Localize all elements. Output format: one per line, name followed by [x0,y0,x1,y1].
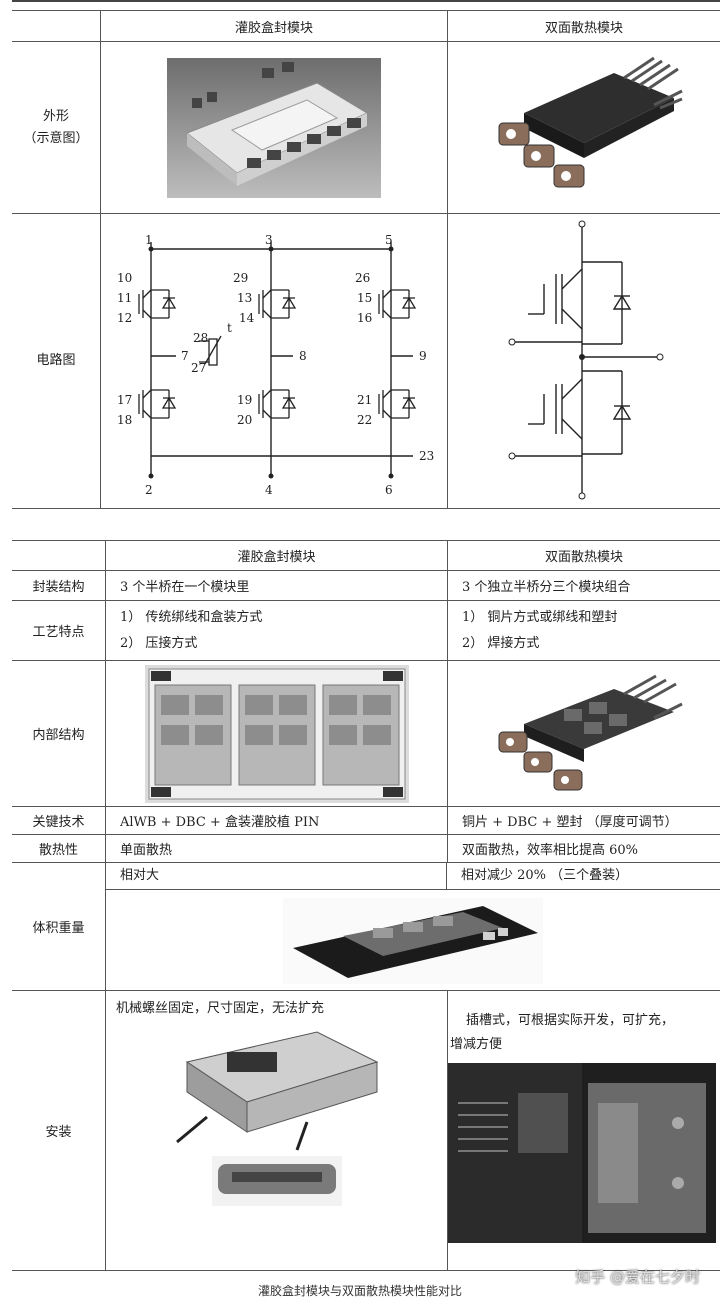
install-double-sided-text-1: 插槽式，可根据实际开发，可扩充， [466,1013,675,1028]
corner-cell [12,10,101,42]
process-potted: 1） 传统绑线和盒装方式 2） 压接方式 [105,600,448,661]
circuit-pin-label: 17 [117,393,132,407]
circuit-pin-label: 13 [237,291,252,305]
circuit-pin-label: 10 [117,271,132,285]
double-sided-module-photo-cell [447,41,720,214]
label-schematic: （示意图） [23,130,89,146]
row-label-heat: 散热性 [12,834,106,863]
half-bridge-circuit-diagram [508,220,664,500]
key-tech-potted: AlWB + DBC + 盒装灌胶植 PIN [105,806,448,835]
row-label-circuit: 电路图 [12,213,101,509]
volume-cell: 相对大 相对减少 20% （三个叠装） [105,862,720,991]
comparison-table-shape: 灌胶盒封模块 双面散热模块 外形 （示意图） [12,10,720,509]
install-double-sided-photo [448,1063,716,1243]
circuit-pin-label: 16 [357,311,372,325]
internal-double-sided-photo-cell [447,660,720,807]
circuit-pin-label: 7 [181,349,189,363]
circuit-pin-label: 20 [237,413,252,427]
figure-caption: 灌胶盒封模块与双面散热模块性能对比 [257,1284,462,1298]
double-sided-module-image [498,56,683,187]
col-header-potted-2: 灌胶盒封模块 [105,540,448,571]
watermark: 知乎 @爱在七夕时 [575,1268,700,1286]
internal-double-sided-image [498,674,683,790]
corner-cell-2 [12,540,106,571]
circuit-pin-label: 6 [385,483,393,497]
top-rule [12,0,720,12]
volume-photo [283,898,543,984]
row-label-packaging: 封装结构 [12,570,106,601]
circuit-pin-label: 15 [357,291,372,305]
circuit-pin-label: 9 [419,349,427,363]
process-double-1: 1） 铜片方式或绑线和塑封 [462,609,618,625]
circuit-pin-label: 2 [145,483,153,497]
circuit-pin-label: 19 [237,393,252,407]
circuit-pin-label: 4 [265,483,273,497]
internal-potted-image [144,664,409,803]
circuit-pin-label: 14 [239,311,255,325]
col-header-double-sided-2: 双面散热模块 [447,540,720,571]
performance-comparison-table: 灌胶盒封模块 双面散热模块 封装结构 3 个半桥在一个模块里 3 个独立半桥分三… [12,540,720,1271]
process-double-sided: 1） 铜片方式或绑线和塑封 2） 焊接方式 [447,600,720,661]
circuit-pin-label: 29 [233,271,248,285]
circuit-pin-label: 12 [117,311,132,325]
process-potted-1: 1） 传统绑线和盒装方式 [120,609,263,625]
row-label-key-tech: 关键技术 [12,806,106,835]
circuit-pin-label: t [227,321,232,335]
install-potted-photo [166,1022,387,1152]
row-label-internal: 内部结构 [12,660,106,807]
volume-double-sided: 相对减少 20% （三个叠装） [461,868,629,883]
col-header-potted: 灌胶盒封模块 [100,10,448,42]
row-label-shape: 外形 （示意图） [12,41,101,214]
double-sided-circuit-cell [447,213,720,509]
circuit-pin-label: 21 [357,393,372,407]
key-tech-double-sided: 铜片 + DBC + 塑封 （厚度可调节） [447,806,720,835]
row-label-install: 安装 [12,990,106,1271]
packaging-potted: 3 个半桥在一个模块里 [105,570,448,601]
circuit-pin-label: 8 [299,349,307,363]
circuit-pin-label: 23 [419,449,434,463]
col-header-double-sided: 双面散热模块 [447,10,720,42]
circuit-pin-label: 5 [385,233,393,247]
label-shape: 外形 [42,108,69,124]
circuit-pin-label: 3 [265,233,273,247]
circuit-pin-label: 26 [355,271,370,285]
install-double-sided-cell: 插槽式，可根据实际开发，可扩充， 增减方便 [447,990,720,1271]
potted-module-photo-cell [100,41,448,214]
volume-potted: 相对大 [106,863,447,889]
circuit-pin-label: 22 [357,413,372,427]
row-label-process: 工艺特点 [12,600,106,661]
circuit-pin-label: 18 [117,413,132,427]
internal-potted-photo-cell [105,660,448,807]
circuit-pin-label: 11 [117,291,132,305]
install-potted-text: 机械螺丝固定，尺寸固定，无法扩充 [116,1001,325,1016]
circuit-pin-label: 28 [193,331,208,345]
install-potted-detail-photo [211,1156,342,1206]
row-label-volume: 体积重量 [12,862,106,991]
process-double-2: 2） 焊接方式 [462,635,540,651]
heat-double-sided: 双面散热，效率相比提高 60% [447,834,720,863]
heat-potted: 单面散热 [105,834,448,863]
circuit-pin-label: 27 [191,361,206,375]
packaging-double-sided: 3 个独立半桥分三个模块组合 [447,570,720,601]
install-double-sided-text-2: 增减方便 [450,1037,503,1052]
potted-module-image [167,57,381,198]
circuit-pin-label: 1 [145,233,153,247]
install-potted-cell: 机械螺丝固定，尺寸固定，无法扩充 [105,990,448,1271]
process-potted-2: 2） 压接方式 [120,635,198,651]
